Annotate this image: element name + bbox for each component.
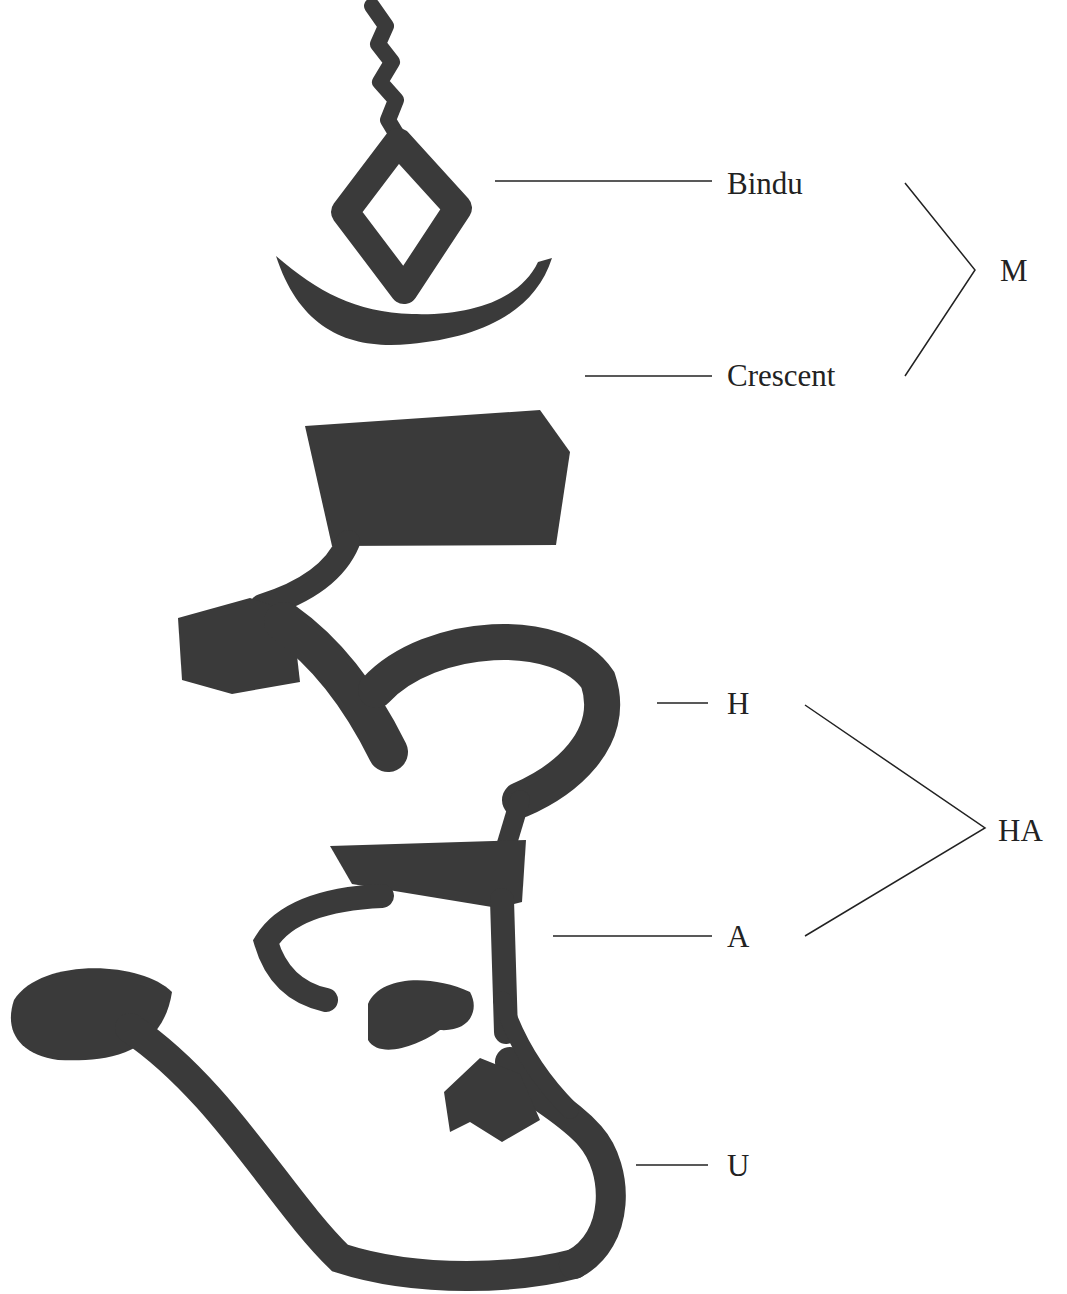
part-label: Bindu	[727, 168, 803, 199]
part-label: M	[1000, 255, 1028, 286]
calligraphy	[11, 6, 611, 1276]
a-hook	[266, 896, 382, 1000]
leader-line	[553, 935, 712, 937]
h-arc	[376, 642, 602, 800]
bracket	[905, 183, 975, 376]
part-label: A	[727, 921, 749, 952]
leader-line	[585, 375, 712, 377]
part-label: Crescent	[727, 360, 835, 391]
part-label: H	[727, 688, 749, 719]
leader-line	[636, 1164, 708, 1166]
part-label: U	[727, 1150, 749, 1181]
top-block	[305, 410, 570, 546]
flame-stroke	[372, 6, 400, 140]
bracket	[805, 705, 985, 936]
leader-line	[495, 180, 712, 182]
part-label: HA	[998, 815, 1043, 846]
bindu-ring	[345, 142, 458, 290]
u-inner-blob	[444, 1058, 540, 1142]
crescent-shape	[276, 256, 552, 345]
a-leaf	[368, 980, 474, 1049]
leaders	[495, 181, 985, 1165]
h-neck	[262, 542, 348, 606]
leader-line	[657, 702, 708, 704]
